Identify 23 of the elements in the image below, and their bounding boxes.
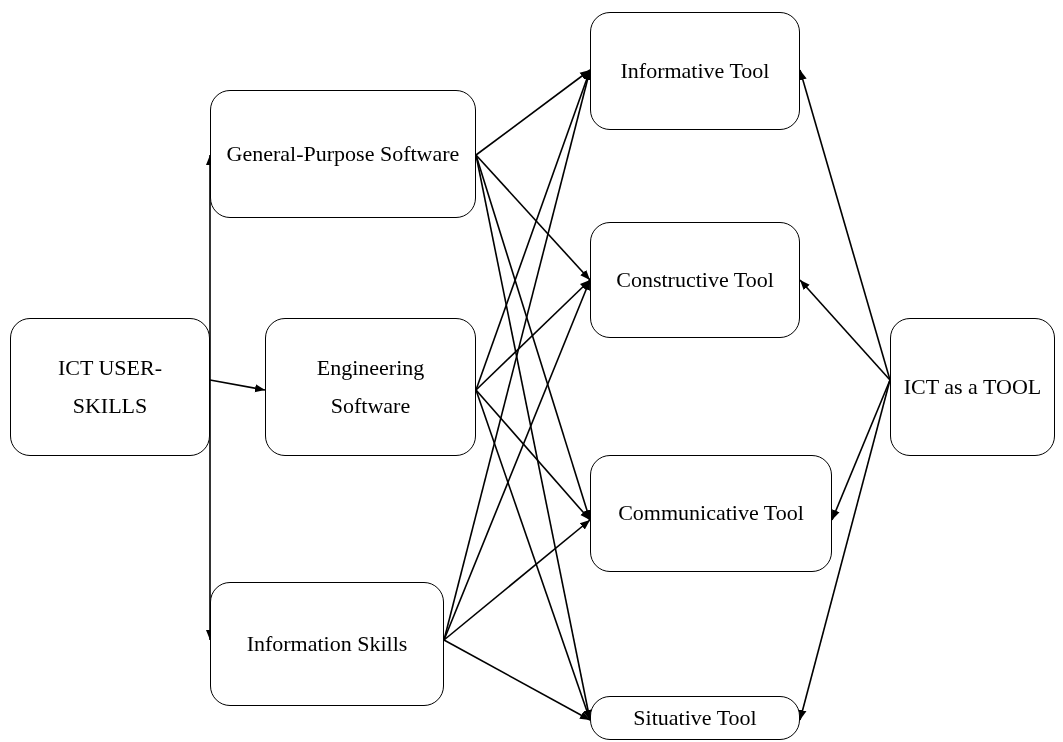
arrow xyxy=(443,639,591,721)
process-box: Informative Tool xyxy=(590,12,800,130)
arrow xyxy=(798,379,891,721)
arrow xyxy=(475,389,591,721)
process-box: ICT as a TOOL xyxy=(890,318,1055,456)
process-box: General-Purpose Software xyxy=(210,90,476,218)
arrow xyxy=(475,69,591,156)
process-box: Communicative Tool xyxy=(590,455,832,572)
process-box: Engineering Software xyxy=(265,318,476,456)
process-box: Information Skills xyxy=(210,582,444,706)
arrow xyxy=(475,154,591,521)
arrow xyxy=(209,379,266,393)
arrow xyxy=(798,69,891,381)
arrow xyxy=(799,279,891,381)
arrow xyxy=(443,279,591,641)
arrow xyxy=(831,379,891,521)
arrow xyxy=(443,519,591,641)
arrow xyxy=(475,154,591,281)
arrow xyxy=(475,279,591,391)
process-box: Constructive Tool xyxy=(590,222,800,338)
process-box: ICT USER-SKILLS xyxy=(10,318,210,456)
process-box: Situative Tool xyxy=(590,696,800,740)
arrow xyxy=(475,389,591,521)
